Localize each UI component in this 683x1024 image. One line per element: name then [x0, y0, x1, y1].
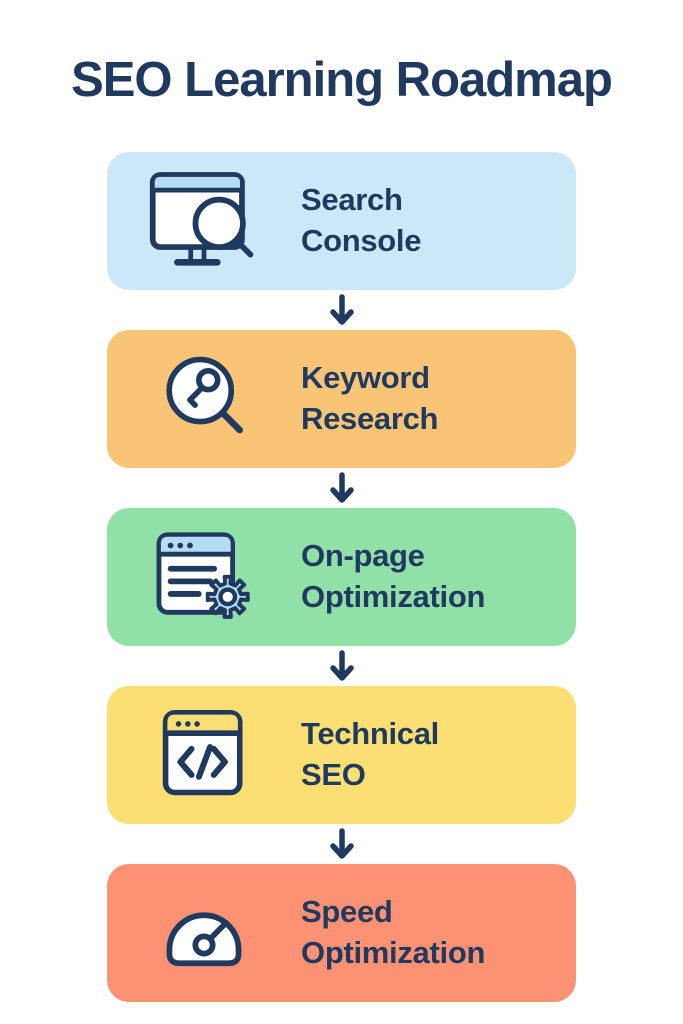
roadmap-flow: Search Console Keyword Research [0, 151, 683, 1002]
flow-arrow-down-icon [329, 828, 354, 859]
flow-arrow-down-icon [329, 472, 354, 503]
step-label: Search Console [301, 181, 422, 258]
step-card-technical-seo: Technical SEO [107, 685, 576, 824]
step-label: Speed Optimization [301, 893, 486, 970]
step-label: Keyword Research [301, 359, 439, 436]
step-label: On-page Optimization [301, 537, 486, 614]
search-console-monitor-icon [139, 170, 269, 271]
flow-arrow-down-icon [329, 294, 354, 325]
keyword-magnifier-key-icon [139, 352, 269, 446]
step-card-search-console: Search Console [107, 151, 576, 290]
step-card-speed-optimization: Speed Optimization [107, 863, 576, 1002]
speedometer-icon [139, 890, 269, 975]
step-label: Technical SEO [301, 715, 439, 792]
page-title: SEO Learning Roadmap [71, 53, 613, 107]
page-gear-icon [139, 530, 269, 623]
flow-arrow-down-icon [329, 650, 354, 681]
step-card-keyword-research: Keyword Research [107, 329, 576, 468]
code-window-icon [139, 708, 269, 801]
step-card-onpage-optimization: On-page Optimization [107, 507, 576, 646]
